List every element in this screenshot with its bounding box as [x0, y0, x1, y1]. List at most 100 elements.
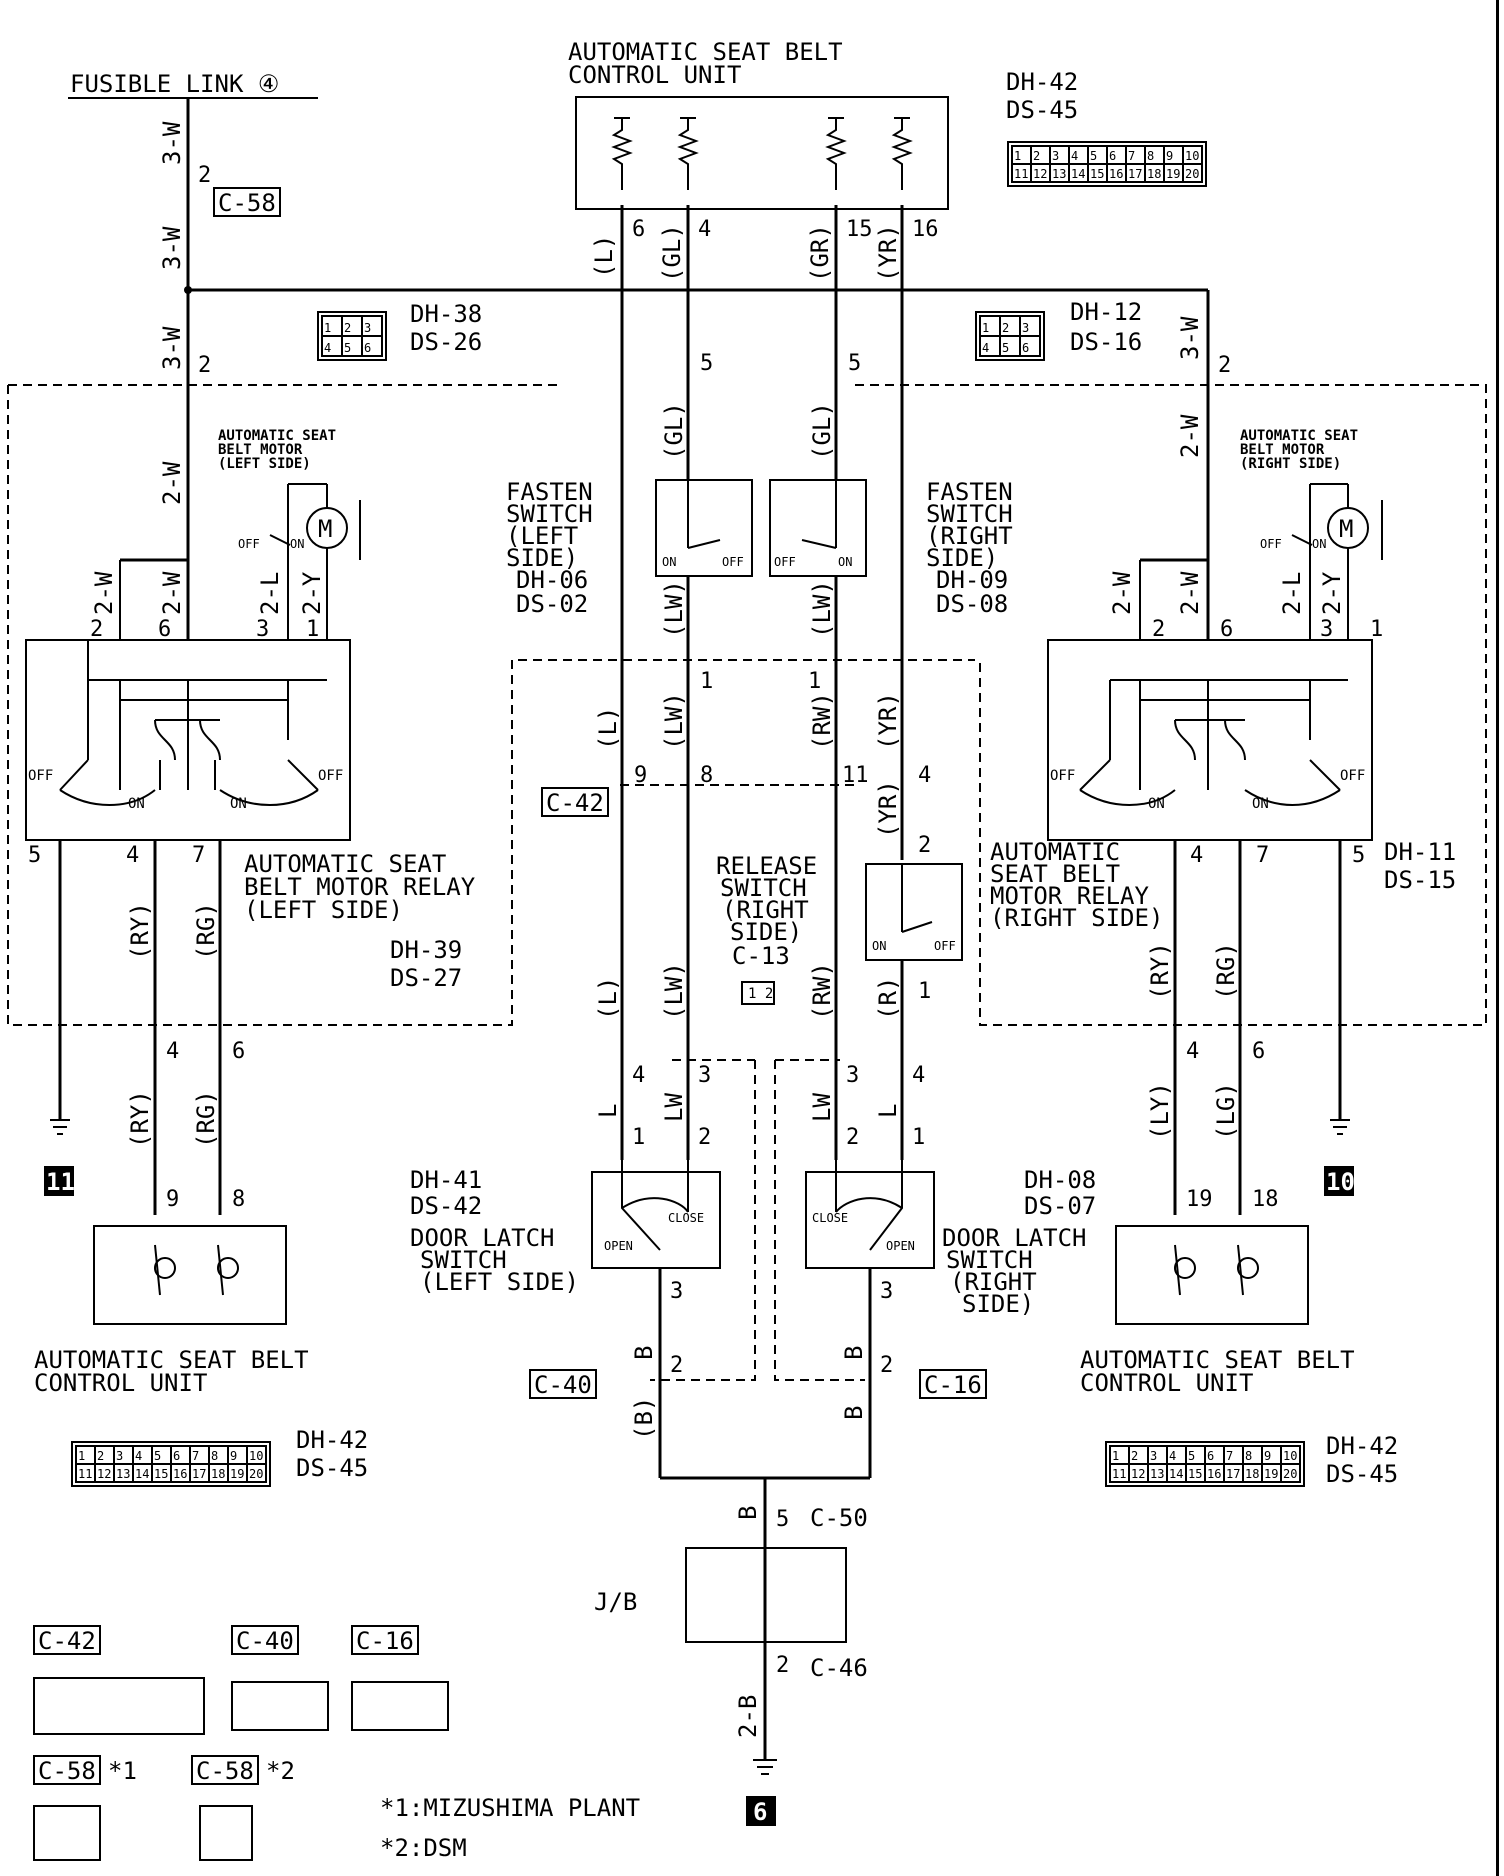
- svg-text:*1:MIZUSHIMA PLANT: *1:MIZUSHIMA PLANT: [380, 1794, 640, 1822]
- ground-11: 11: [44, 1119, 75, 1196]
- left-20-pin-pin-label: 1: [78, 1449, 85, 1463]
- svg-text:C-42: C-42: [546, 789, 604, 817]
- right-relay-outputs: 4 7 5 (RY) (RG) 4 6 (LY) (LG) 19 18: [1146, 840, 1365, 1215]
- svg-text:1: 1: [918, 979, 931, 1004]
- svg-text:(R): (R): [874, 977, 902, 1020]
- door-latch-switch-right: OPEN CLOSE DH-08 DS-07 DOOR LATCH SWITCH…: [805, 1160, 1096, 1318]
- svg-text:4: 4: [912, 1063, 925, 1088]
- svg-text:(LW): (LW): [660, 692, 688, 750]
- svg-text:18: 18: [1252, 1187, 1279, 1212]
- top-20-pin-pin-label: 16: [1109, 167, 1123, 181]
- legend-notes: *1:MIZUSHIMA PLANT *2:DSM: [380, 1794, 640, 1862]
- right-20-pin-pin-label: 9: [1264, 1449, 1271, 1463]
- svg-text:5: 5: [28, 843, 41, 868]
- right-20-pin-pin-label: 17: [1226, 1467, 1240, 1481]
- svg-text:DS-27: DS-27: [390, 964, 462, 992]
- svg-text:16: 16: [912, 217, 939, 242]
- right-junction-pin-label: 4: [982, 341, 989, 355]
- svg-text:LW: LW: [808, 1093, 836, 1122]
- svg-text:*2: *2: [266, 1757, 295, 1785]
- legend-connectors: C-42 C-40 C-16 C-58 *1 C-58 *2: [33, 1625, 449, 1861]
- c16-label: C-16: [919, 1369, 987, 1399]
- svg-text:CLOSE: CLOSE: [668, 1211, 704, 1225]
- svg-text:(LW): (LW): [660, 580, 688, 638]
- svg-text:*1: *1: [108, 1757, 137, 1785]
- svg-text:1: 1: [1370, 617, 1383, 642]
- svg-text:AUTOMATIC SEAT BELT: AUTOMATIC SEAT BELT: [34, 1346, 309, 1374]
- svg-text:DH-41: DH-41: [410, 1166, 482, 1194]
- right-20-pin-pin-label: 16: [1207, 1467, 1221, 1481]
- svg-text:BELT MOTOR: BELT MOTOR: [218, 442, 303, 458]
- svg-text:DS-45: DS-45: [296, 1454, 368, 1482]
- svg-text:2-L: 2-L: [1278, 572, 1306, 615]
- left-motor-relay: OFF OFF ON ON: [25, 639, 351, 841]
- svg-text:OFF: OFF: [722, 555, 744, 569]
- svg-text:SIDE): SIDE): [926, 544, 998, 572]
- left-20-pin-pin-label: 12: [97, 1467, 111, 1481]
- svg-text:FASTEN: FASTEN: [506, 478, 593, 506]
- svg-text:(RG): (RG): [192, 902, 220, 960]
- left-junction-pin-label: 4: [324, 341, 331, 355]
- svg-text:ON: ON: [230, 796, 247, 812]
- svg-text:(LW): (LW): [808, 580, 836, 638]
- right-20-pin-pin-label: 15: [1188, 1467, 1202, 1481]
- svg-text:FASTEN: FASTEN: [926, 478, 1013, 506]
- top-20-pin-cell: [1182, 163, 1203, 183]
- right-seat-belt-motor: AUTOMATIC SEAT BELT MOTOR (RIGHT SIDE) M…: [1240, 428, 1383, 640]
- svg-text:OPEN: OPEN: [886, 1239, 915, 1253]
- svg-text:L: L: [874, 1104, 902, 1118]
- right-20-pin-pin-label: 18: [1245, 1467, 1259, 1481]
- left-junction-cell: [361, 335, 383, 357]
- svg-text:1: 1: [912, 1125, 925, 1150]
- left-junction-pin-label: 5: [344, 341, 351, 355]
- svg-text:(RIGHT: (RIGHT: [926, 522, 1013, 550]
- svg-text:2: 2: [918, 833, 931, 858]
- svg-text:B: B: [840, 1406, 868, 1420]
- svg-text:(YR): (YR): [874, 780, 902, 838]
- svg-text:2-W: 2-W: [158, 461, 186, 505]
- right-20-pin-pin-label: 4: [1169, 1449, 1176, 1463]
- svg-text:(GL): (GL): [660, 402, 688, 460]
- svg-text:C-40: C-40: [534, 1371, 592, 1399]
- c58-connector-label: C-58 2: [198, 163, 281, 217]
- svg-text:(RW): (RW): [808, 962, 836, 1020]
- svg-text:2: 2: [198, 353, 211, 378]
- top-20-pin-pin-label: 11: [1014, 167, 1028, 181]
- svg-text:OFF: OFF: [238, 537, 260, 551]
- svg-text:6: 6: [753, 1798, 767, 1826]
- svg-text:M: M: [318, 515, 332, 543]
- top-20-pin-housing: [1007, 141, 1207, 187]
- right-20-pin-pin-label: 20: [1283, 1467, 1297, 1481]
- svg-text:(GR): (GR): [806, 224, 834, 282]
- svg-text:2-W: 2-W: [90, 571, 118, 615]
- center-wires: 5 5 (GL) (GL) (LW) (LW) 1 1 (L) (LW) (RW…: [594, 205, 931, 1160]
- top-20-pin-pin-label: 2: [1033, 149, 1040, 163]
- svg-text:(RY): (RY): [1146, 942, 1174, 1000]
- right-20-pin-pin-label: 6: [1207, 1449, 1214, 1463]
- svg-text:*2:DSM: *2:DSM: [380, 1834, 467, 1862]
- svg-text:1: 1: [306, 617, 319, 642]
- left-junction-pin-label: 6: [364, 341, 371, 355]
- c42-label: C-42: [541, 787, 609, 817]
- right-20-pin-housing: [1105, 1441, 1305, 1487]
- svg-text:5: 5: [700, 351, 713, 376]
- svg-text:(RG): (RG): [192, 1090, 220, 1148]
- svg-text:C-50: C-50: [810, 1504, 868, 1532]
- right-junction-pin-label: 3: [1022, 321, 1029, 335]
- svg-text:2-W: 2-W: [1108, 571, 1136, 615]
- svg-text:2-Y: 2-Y: [298, 571, 326, 615]
- left-junction-pin-label: 3: [364, 321, 371, 335]
- svg-text:1: 1: [808, 669, 821, 694]
- svg-text:(RIGHT SIDE): (RIGHT SIDE): [1240, 456, 1341, 472]
- svg-text:ON: ON: [128, 796, 145, 812]
- release-switch: ON OFF RELEASE SWITCH (RIGHT SIDE) C-13 …: [716, 852, 963, 1005]
- top-20-pin-pin-label: 1: [1014, 149, 1021, 163]
- svg-text:3-W: 3-W: [158, 326, 186, 370]
- page-border: [1496, 0, 1499, 1876]
- right-bottom-control-unit: AUTOMATIC SEAT BELT CONTROL UNIT DH-42 D…: [1080, 1225, 1398, 1488]
- svg-text:DH-42: DH-42: [1326, 1432, 1398, 1460]
- left-20-pin-pin-label: 2: [97, 1449, 104, 1463]
- svg-text:SWITCH: SWITCH: [720, 874, 807, 902]
